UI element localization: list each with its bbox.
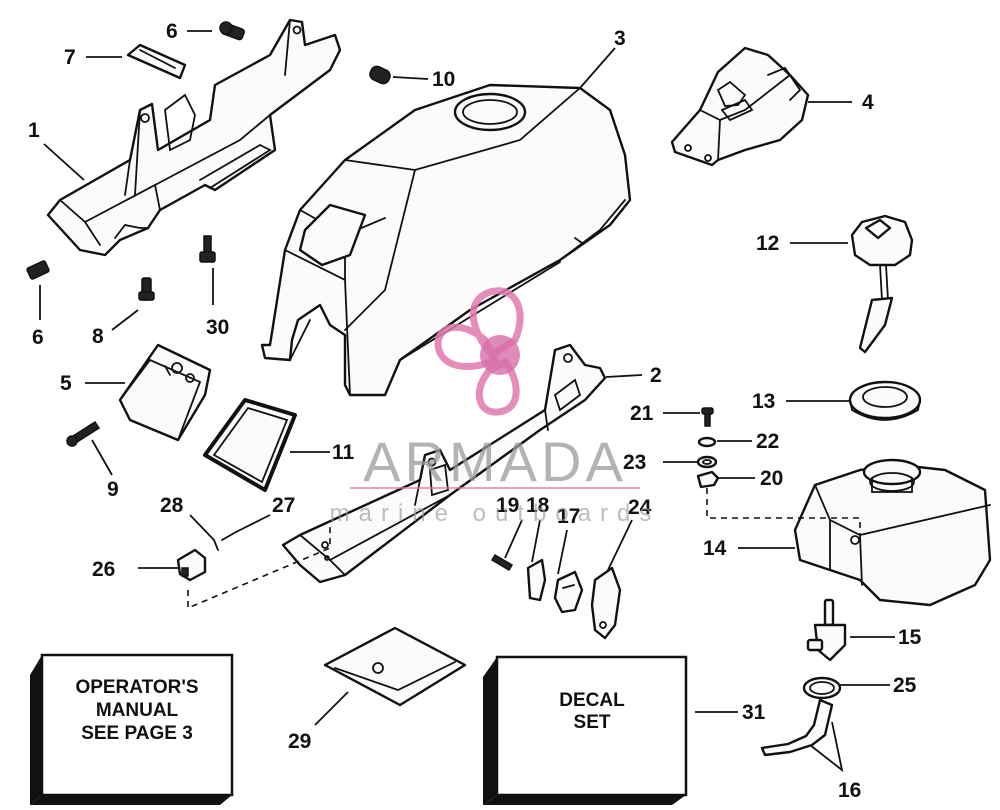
part-14-fuel-tank xyxy=(793,458,992,607)
callout-20: 20 xyxy=(760,467,783,490)
part-8-screw xyxy=(138,277,155,301)
part-6-screw-top xyxy=(219,21,245,41)
propeller-logo xyxy=(434,287,524,416)
callout-17: 17 xyxy=(557,505,580,528)
part-24-pad xyxy=(590,566,622,640)
decal-line-2: SET xyxy=(574,712,611,733)
callout-28: 28 xyxy=(160,494,184,517)
part-21-screw xyxy=(701,407,714,427)
callout-5: 5 xyxy=(60,372,72,395)
part-16-fuel-hose xyxy=(760,698,834,757)
callout-19: 19 xyxy=(496,494,519,517)
manual-line-2: MANUAL xyxy=(96,700,179,721)
part-30-screw xyxy=(199,235,216,263)
callout-21: 21 xyxy=(630,402,654,425)
callout-25: 25 xyxy=(893,674,917,697)
callout-7: 7 xyxy=(64,46,76,69)
part-6-screw-left xyxy=(26,260,50,280)
callout-2: 2 xyxy=(650,364,662,387)
callout-22: 22 xyxy=(756,430,779,453)
part-2-lower-front xyxy=(281,343,607,584)
part-25-clamp xyxy=(802,676,842,700)
callout-24: 24 xyxy=(628,496,652,519)
callout-4: 4 xyxy=(862,91,874,114)
watermark-brand: ARMADA xyxy=(363,430,627,493)
part-19-screw xyxy=(490,553,514,572)
part-4-bracket xyxy=(670,46,810,167)
callout-31: 31 xyxy=(742,701,766,724)
callout-14: 14 xyxy=(703,537,727,560)
part-11-gasket xyxy=(203,398,297,492)
part-15-fuel-valve xyxy=(806,598,847,662)
callout-10: 10 xyxy=(432,68,455,91)
watermark-tagline: marine outboards xyxy=(330,500,661,527)
part-20-nut xyxy=(696,470,720,489)
callout-6-top: 6 xyxy=(166,20,178,43)
part-23-lockwasher xyxy=(696,455,718,469)
manual-line-1: OPERATOR'S xyxy=(75,677,198,698)
callout-8: 8 xyxy=(92,325,104,348)
part-22-washer xyxy=(697,436,717,448)
armada-watermark: ARMADA marine outboards xyxy=(330,287,661,527)
part-29-parts-bag xyxy=(323,626,467,707)
callout-18: 18 xyxy=(526,494,550,517)
leader-lines xyxy=(39,30,895,773)
callout-15: 15 xyxy=(898,626,922,649)
decal-line-1: DECAL xyxy=(559,690,625,711)
part-7-clip xyxy=(126,43,187,80)
callout-3: 3 xyxy=(614,27,626,50)
manual-line-3: SEE PAGE 3 xyxy=(81,723,193,744)
part-17-clip xyxy=(553,570,584,614)
callout-12: 12 xyxy=(756,232,779,255)
part-1-lower-cover xyxy=(46,18,342,257)
part-12-fuel-cap xyxy=(850,214,914,354)
operators-manual-box: OPERATOR'S MANUAL SEE PAGE 3 xyxy=(30,653,234,805)
callout-13: 13 xyxy=(752,390,775,413)
part-9-screw xyxy=(66,420,101,447)
part-13-seal-ring xyxy=(848,380,922,421)
decal-set-box: DECAL SET xyxy=(483,655,688,805)
callout-23: 23 xyxy=(623,451,646,474)
callout-27: 27 xyxy=(272,494,295,517)
part-28-pin xyxy=(213,539,219,551)
callout-30: 30 xyxy=(206,316,229,339)
callout-11: 11 xyxy=(332,441,355,464)
part-3-upper-cover xyxy=(260,83,632,397)
callout-29: 29 xyxy=(288,730,311,753)
part-27-pin xyxy=(221,531,237,541)
part-26-connector xyxy=(176,548,207,582)
callout-1: 1 xyxy=(28,119,40,142)
callout-16: 16 xyxy=(838,779,861,802)
part-5-vent-bracket xyxy=(118,343,212,442)
part-10-plug xyxy=(369,65,391,85)
callout-26: 26 xyxy=(92,558,115,581)
part-18-clip xyxy=(526,558,547,602)
dashed-guide-20 xyxy=(706,488,861,540)
callout-9: 9 xyxy=(107,478,119,501)
callout-6-left: 6 xyxy=(32,326,44,349)
callout-numbers: 1 2 3 4 5 6 6 7 8 9 10 11 12 13 14 15 16… xyxy=(28,20,922,802)
